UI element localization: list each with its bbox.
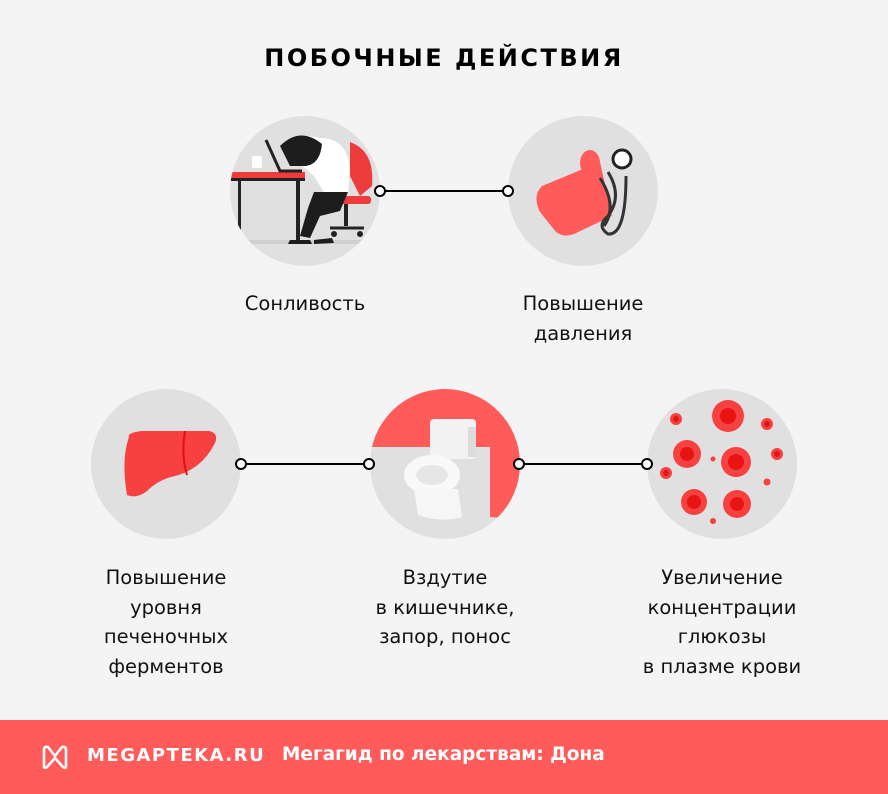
- footer-tagline: Мегагид по лекарствам: Дона: [282, 744, 605, 765]
- connector-line: [380, 190, 508, 192]
- connector-dot: [363, 458, 375, 470]
- brand-name[interactable]: MEGAPTEKA.RU: [87, 745, 266, 766]
- megapteka-logo-icon: [42, 745, 68, 770]
- liver-icon: [91, 389, 241, 539]
- connector-line: [241, 463, 369, 465]
- label-liver: Повышение уровня печеночных ферментов: [103, 566, 229, 678]
- connector-dot: [235, 458, 247, 470]
- connector-dot: [513, 458, 525, 470]
- connector-dot: [641, 458, 653, 470]
- label-glucose: Увеличение концентрации глюкозы в плазме…: [642, 566, 802, 678]
- toilet-icon: [370, 389, 520, 539]
- connector-dot: [502, 185, 514, 197]
- label-bowel: Вздутие в кишечнике, запор, понос: [375, 566, 515, 648]
- label-pressure: Повышение давления: [522, 292, 644, 345]
- blood-cells-icon: [647, 389, 797, 539]
- connector-dot: [374, 185, 386, 197]
- blood-pressure-monitor-icon: [508, 116, 658, 266]
- sleepy-worker-icon: [230, 116, 380, 266]
- label-drowsiness: Сонливость: [244, 292, 366, 315]
- footer-bar: [0, 720, 888, 794]
- connector-line: [519, 463, 647, 465]
- page-title: ПОБОЧНЫЕ ДЕЙСТВИЯ: [264, 44, 624, 72]
